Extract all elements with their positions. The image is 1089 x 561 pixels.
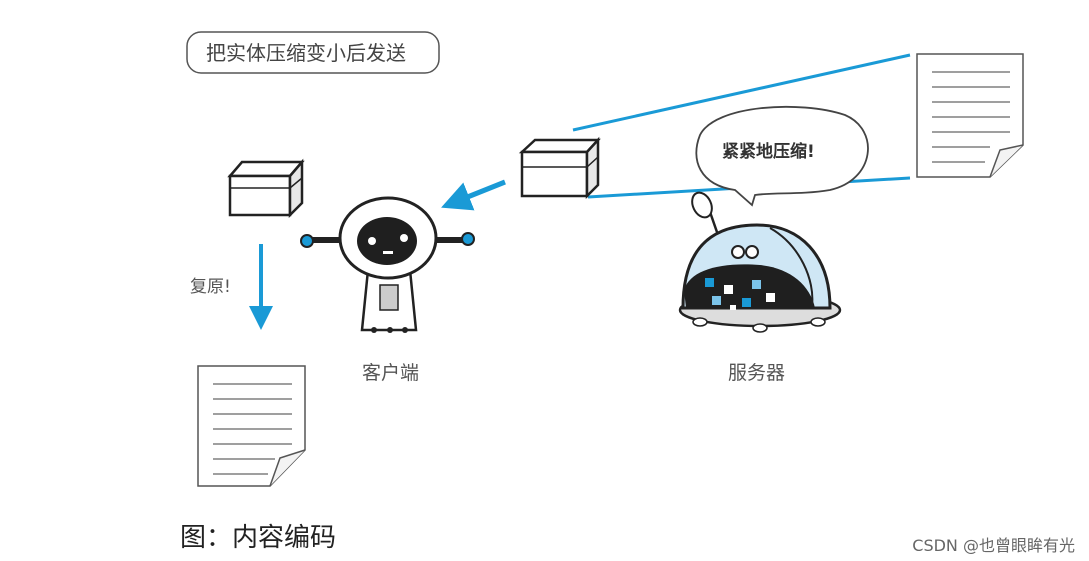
speech-bubble-text: 紧紧地压缩!: [722, 142, 815, 162]
server-robot-icon: [678, 191, 842, 333]
restore-label: 复原!: [190, 277, 231, 297]
figure-caption: 图：内容编码: [180, 523, 337, 553]
original-document-icon: [916, 53, 1024, 178]
header-label: 把实体压缩变小后发送: [206, 41, 406, 65]
client-label: 客户端: [362, 362, 420, 384]
transfer-arrow: [441, 179, 506, 211]
compressed-box-icon: [518, 136, 601, 200]
speech-bubble: [695, 105, 869, 207]
header-label-box: [186, 31, 440, 74]
watermark: CSDN @也曾眼眸有光: [912, 536, 1075, 555]
server-label: 服务器: [728, 362, 786, 384]
received-box-icon: [227, 158, 305, 219]
client-robot-icon: [300, 196, 475, 333]
restored-document-icon: [197, 365, 306, 487]
